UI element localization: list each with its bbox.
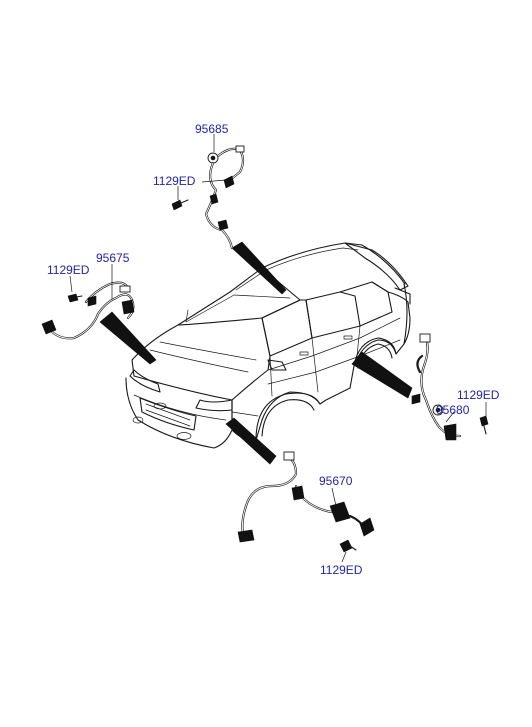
label-95675: 95675 <box>96 251 130 265</box>
callout-wedge-front-right <box>225 417 277 465</box>
front-left-wheel-sensor <box>41 281 135 340</box>
rear-left-wheel-sensor <box>171 145 245 250</box>
label-95685: 95685 <box>195 122 229 136</box>
front-right-wheel-sensor <box>237 451 375 553</box>
part-labels: 95685 1129ED 95675 1129ED 1129ED 95680 9… <box>47 122 500 577</box>
label-1129ed-rear-left: 1129ED <box>153 174 196 188</box>
label-95670: 95670 <box>319 474 353 488</box>
label-1129ed-rear-right: 1129ED <box>457 388 500 402</box>
car-illustration <box>125 242 411 449</box>
leader-lines <box>69 134 487 563</box>
callout-wedge-rear-right <box>351 351 413 399</box>
rear-right-wheel-sensor <box>411 333 489 441</box>
callout-wedge-rear-left <box>231 241 287 295</box>
label-1129ed-front-right: 1129ED <box>320 563 363 577</box>
label-95680: 95680 <box>436 403 470 417</box>
label-1129ed-front-left: 1129ED <box>47 263 90 277</box>
callout-wedge-front-left <box>99 311 157 365</box>
callout-wedges <box>99 241 413 465</box>
